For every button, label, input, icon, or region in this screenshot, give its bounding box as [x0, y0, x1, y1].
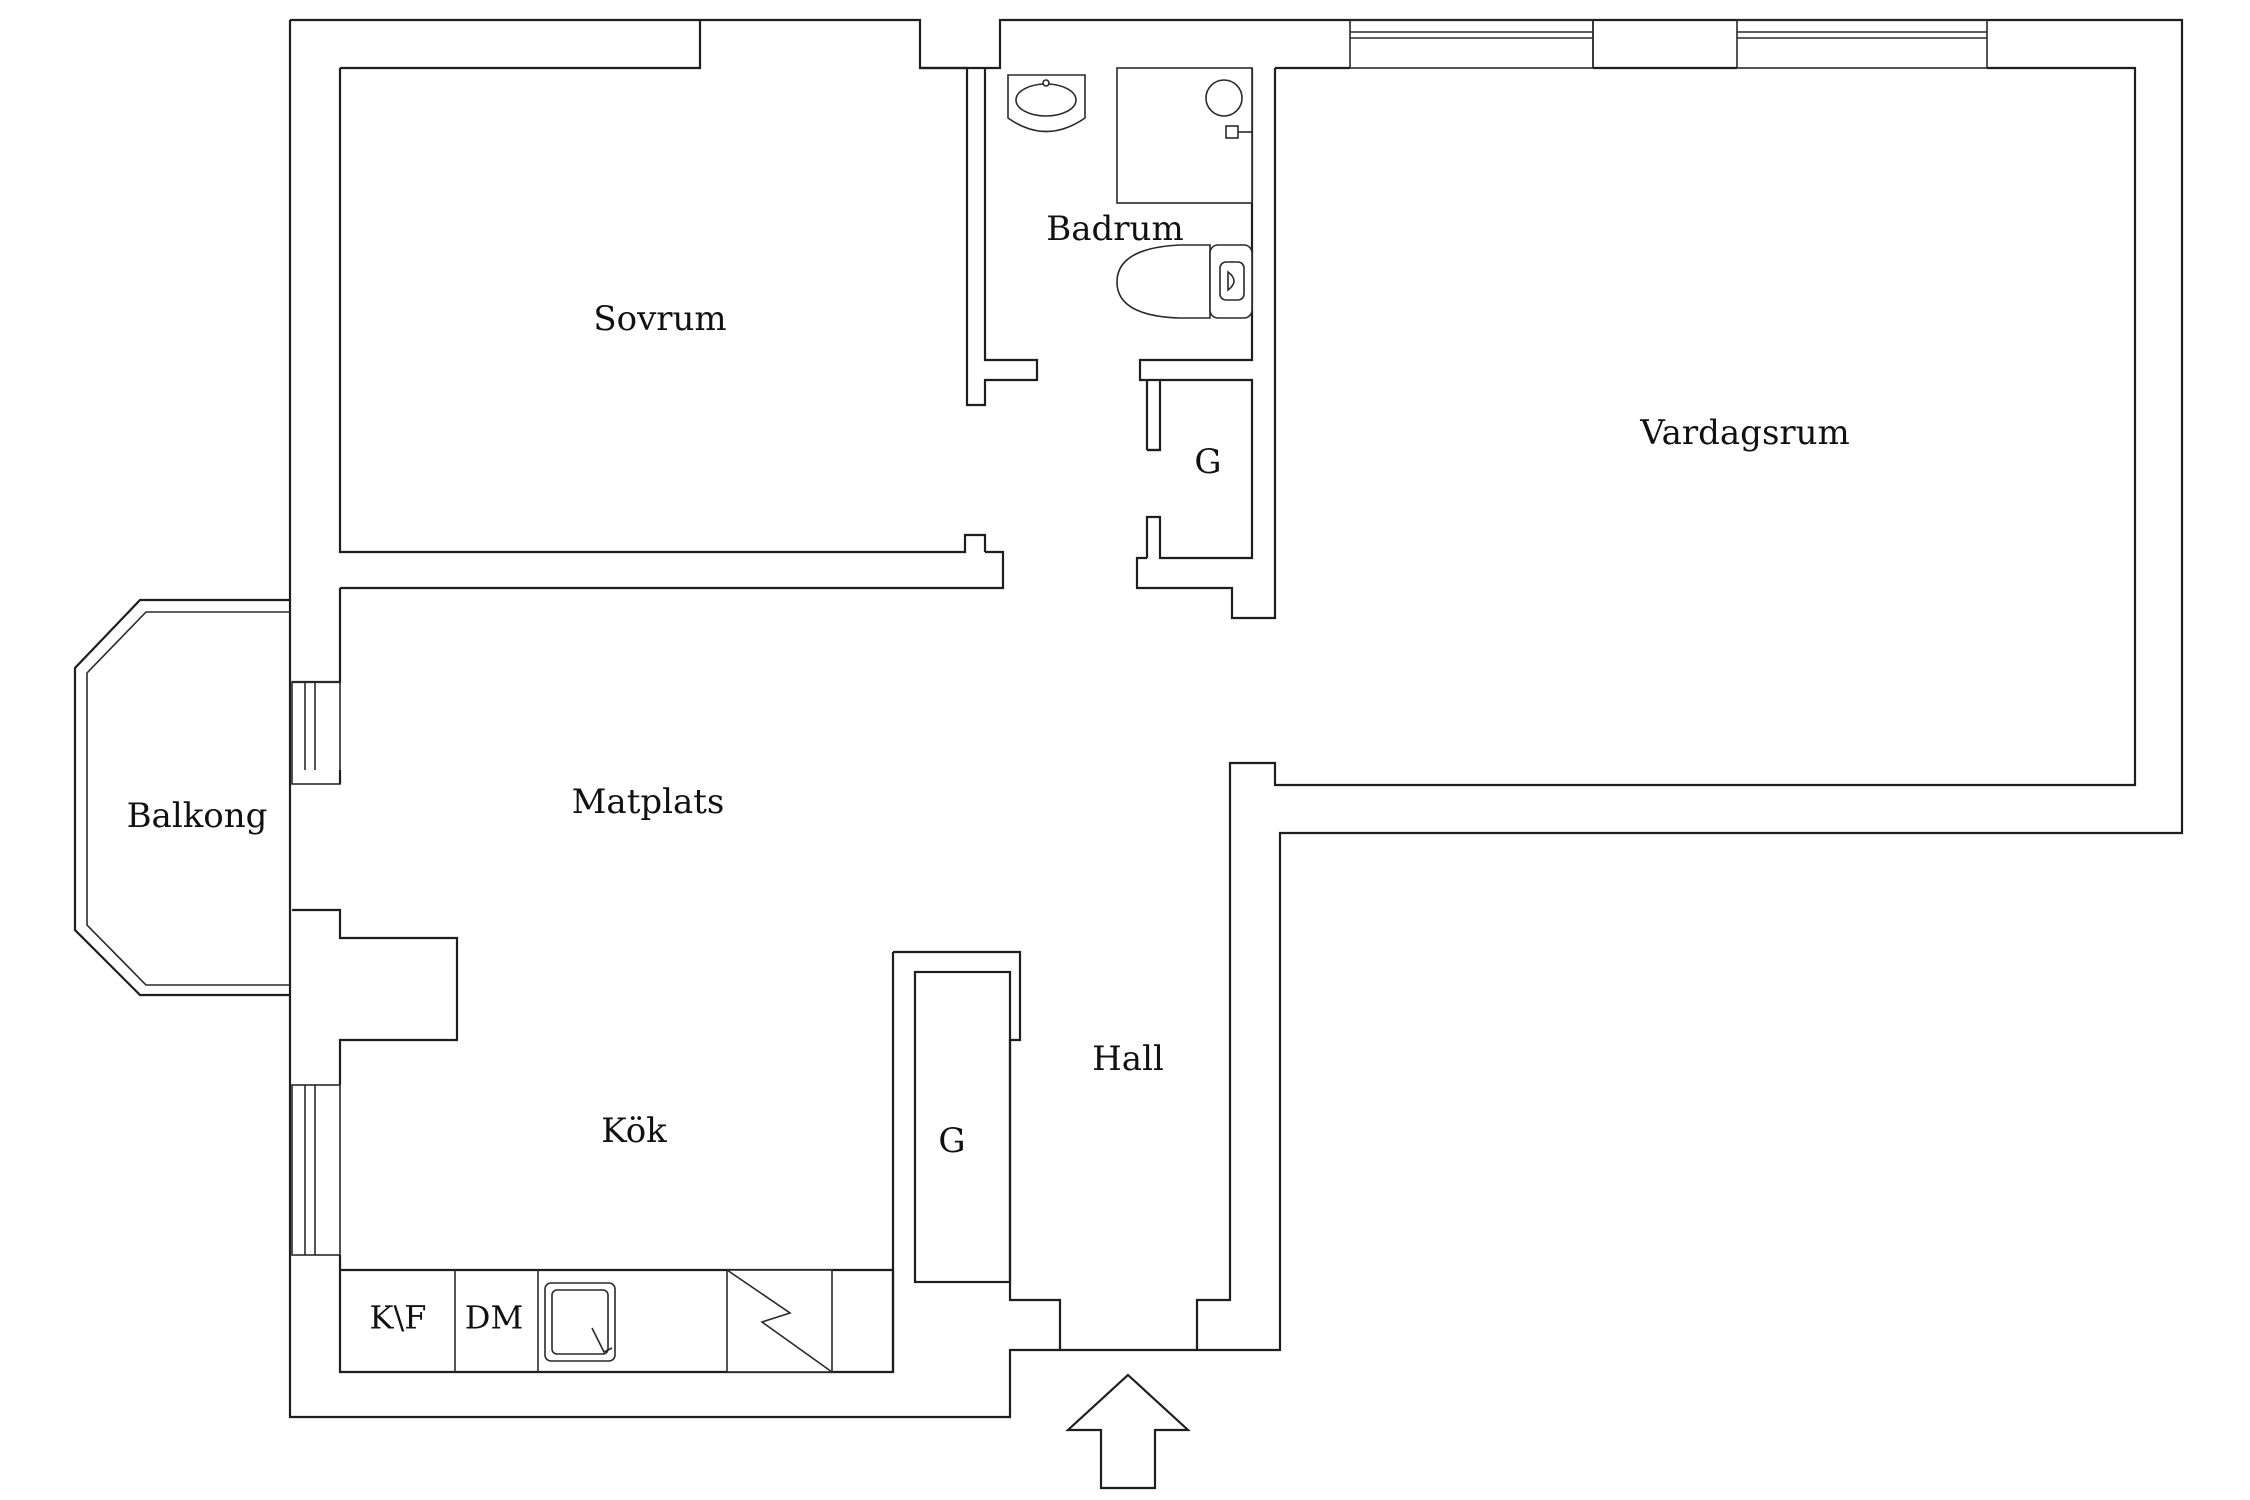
hall-wardrobe [891, 950, 1062, 1372]
label-hall: Hall [1092, 1039, 1164, 1079]
label-balkong: Balkong [127, 796, 268, 836]
entrance-arrow [1065, 1373, 1191, 1490]
kitchen-counter [338, 1268, 895, 1374]
bathroom-walls [920, 66, 1277, 620]
room-labels: Sovrum Badrum Vardagsrum Matplats Balkon… [127, 209, 1850, 1337]
balcony [73, 598, 290, 997]
bathroom-fixtures [1007, 67, 1253, 319]
label-kyl-frys: K\F [370, 1299, 427, 1337]
label-matplats: Matplats [572, 782, 725, 822]
outer-walls [288, 18, 2184, 1419]
left-wall-openings [291, 588, 459, 1270]
label-diskmaskin: DM [465, 1299, 523, 1337]
label-garderob-top: G [1194, 442, 1221, 482]
sovrum-walls [338, 68, 1005, 590]
label-vardagsrum: Vardagsrum [1639, 413, 1850, 453]
top-windows [1349, 19, 1988, 69]
label-kok: Kök [601, 1111, 667, 1151]
label-garderob-hall: G [938, 1121, 965, 1161]
label-badrum: Badrum [1046, 209, 1183, 249]
label-sovrum: Sovrum [593, 299, 726, 339]
